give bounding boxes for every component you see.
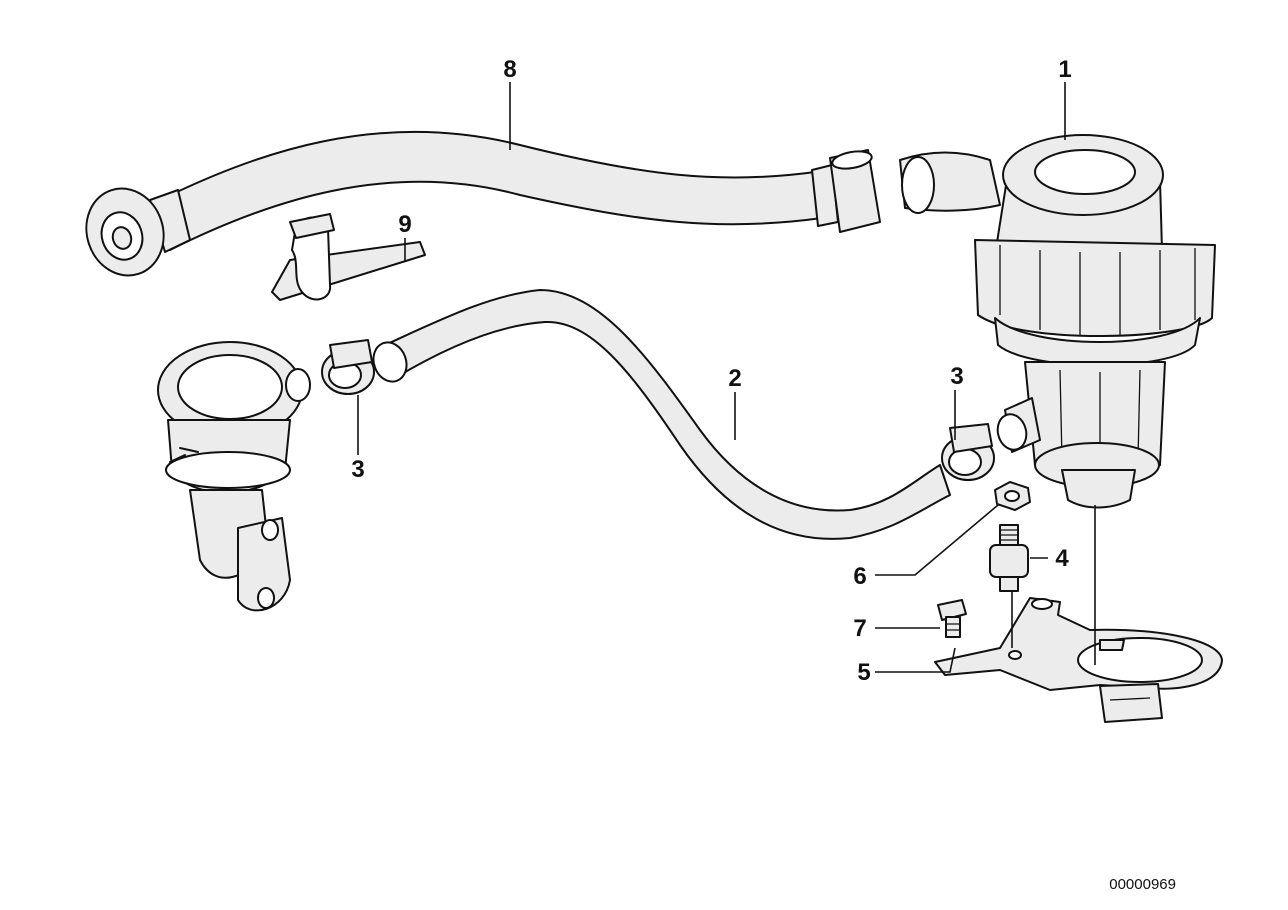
callout-5: 5 [857,659,870,686]
hose-holder-clip [271,213,426,301]
hose-clamp-right [941,423,995,481]
callout-4: 4 [1055,545,1069,572]
callout-7: 7 [853,615,866,642]
lower-hose [372,289,951,540]
bolt [937,599,967,638]
callout-8: 8 [503,56,516,83]
callout-2: 2 [728,365,741,392]
callout-3-right: 3 [950,363,963,390]
callout-3-left: 3 [351,456,364,483]
diagram-id: 00000969 [1109,876,1176,893]
callout-9: 9 [398,211,411,238]
hex-nut [994,481,1031,511]
upper-hose [85,130,881,277]
hose-clamp-left [321,339,375,395]
rubber-mount [989,524,1029,592]
bracket [934,597,1223,723]
callout-6: 6 [853,563,866,590]
callout-1: 1 [1058,56,1071,83]
leader-lines [357,82,1096,673]
air-pump [899,134,1216,509]
check-valve [157,341,311,612]
